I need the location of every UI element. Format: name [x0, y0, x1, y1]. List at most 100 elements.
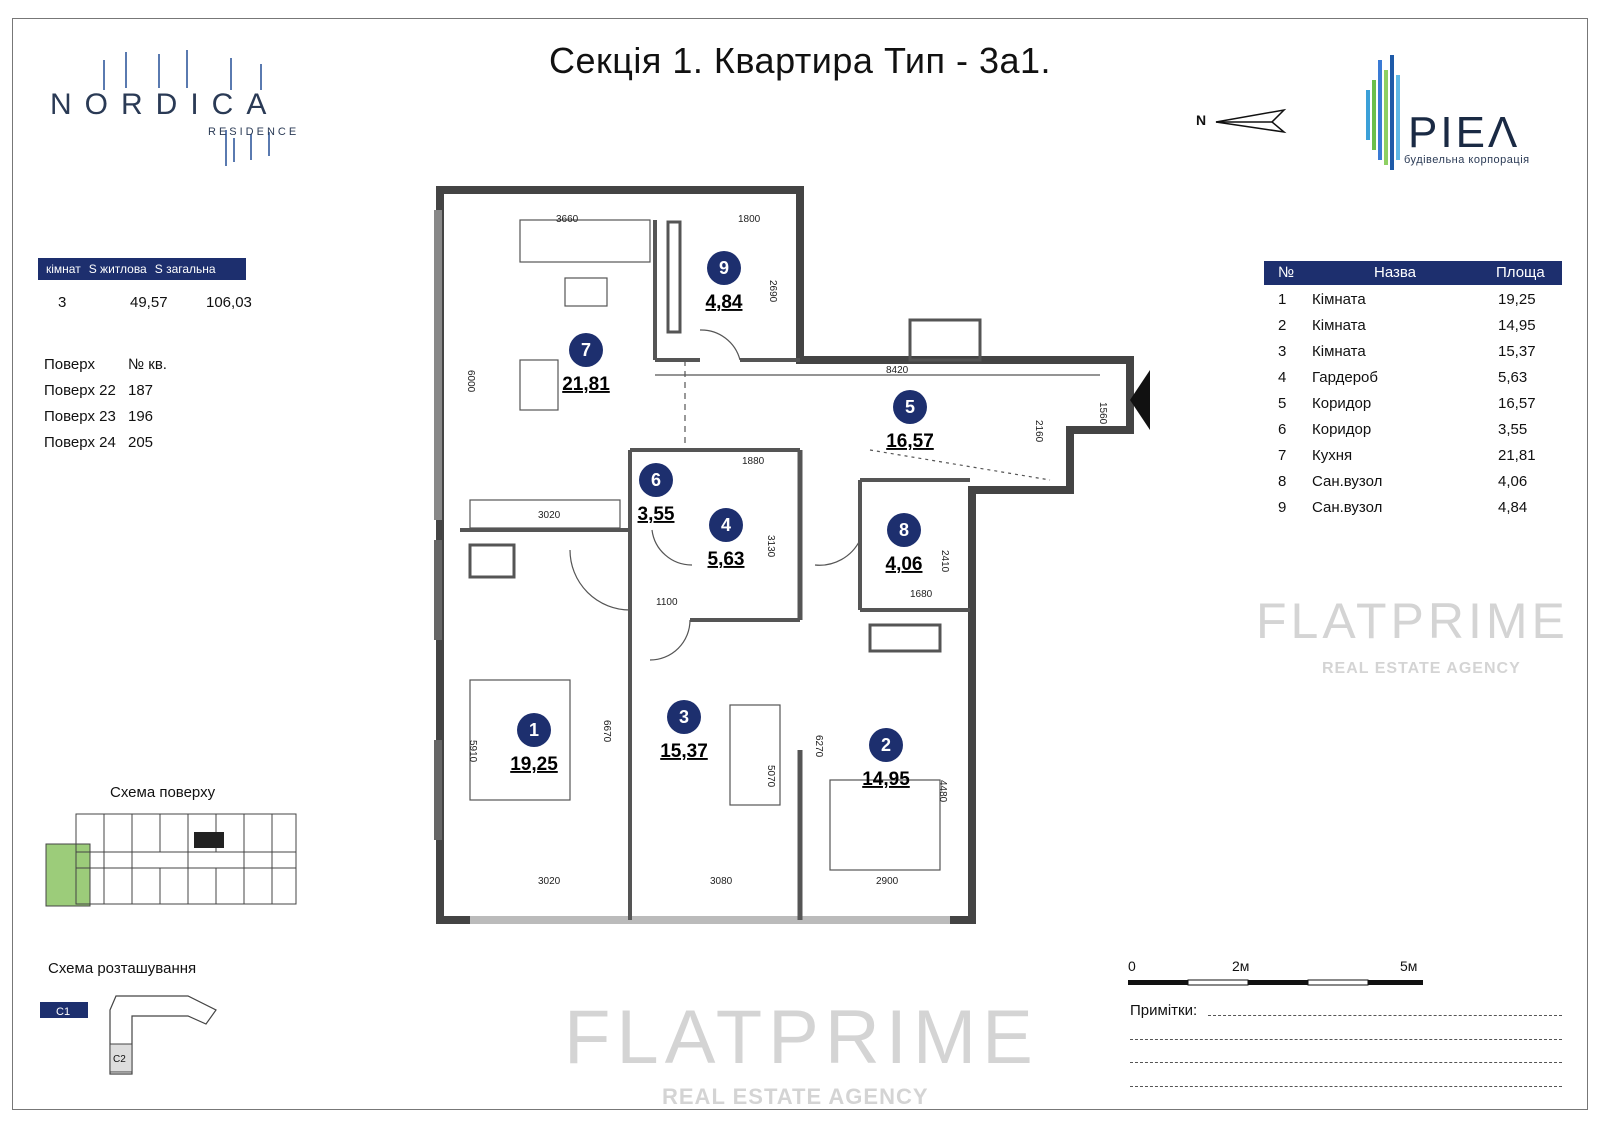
floor-row-apt: 196 — [128, 408, 154, 425]
summary-header-rooms: кімнат — [46, 262, 81, 276]
location-scheme-map: C1 C2 — [40, 995, 217, 1075]
room-badge-9 — [707, 251, 741, 285]
summary-header-living: S житлова — [88, 262, 147, 276]
room-area: 4,06 — [1498, 473, 1528, 490]
room-area: 5,63 — [1498, 369, 1528, 386]
nordica-logo: NORDICA RESIDENCE — [50, 50, 310, 170]
room-num: 9 — [1278, 499, 1287, 516]
watermark-sub: REAL ESTATE AGENCY — [1322, 660, 1521, 677]
room-name: Кімната — [1312, 343, 1366, 360]
room-num: 8 — [1278, 473, 1287, 490]
room-badge-number: 1 — [529, 720, 539, 740]
north-arrow-icon — [1215, 108, 1287, 134]
notes-line — [1130, 1062, 1562, 1063]
watermark-brand: FLATPRIME — [564, 995, 1039, 1080]
room-name: Гардероб — [1312, 369, 1378, 386]
room-area: 3,55 — [1498, 421, 1528, 438]
rooms-header-area: Площа — [1496, 264, 1545, 281]
dimension-label: 2900 — [876, 876, 899, 887]
room-area-label: 5,63 — [708, 549, 745, 570]
page-title: Секція 1. Квартира Тип - 3а1. — [548, 40, 1052, 81]
piel-wordmark: PIEΛ — [1408, 108, 1521, 157]
dimension-label: 6270 — [813, 735, 824, 758]
room-area-label: 15,37 — [660, 741, 708, 762]
rooms-table-row: 6 Коридор 3,55 — [1264, 418, 1562, 444]
dimension-label: 3080 — [710, 876, 733, 887]
room-name: Коридор — [1312, 395, 1372, 412]
room-name: Сан.вузол — [1312, 473, 1383, 490]
room-area-label: 3,55 — [638, 504, 675, 525]
room-area: 21,81 — [1498, 447, 1536, 464]
room-badge-5 — [893, 390, 927, 424]
room-num: 4 — [1278, 369, 1287, 386]
scale-bar: 0 2м 5м — [1128, 958, 1428, 998]
room-area-label: 16,57 — [886, 431, 934, 452]
room-name: Коридор — [1312, 421, 1372, 438]
scale-label-5m: 5м — [1400, 958, 1418, 974]
scale-label-2m: 2м — [1232, 958, 1250, 974]
room-badge-2 — [869, 728, 903, 762]
location-scheme-label: Схема розташування — [48, 960, 197, 977]
room-area-label: 4,06 — [886, 554, 923, 575]
room-name: Сан.вузол — [1312, 499, 1383, 516]
room-area: 15,37 — [1498, 343, 1536, 360]
dimension-label: 8420 — [886, 365, 909, 376]
summary-header: кімнат S житлова S загальна — [38, 258, 246, 280]
room-badge-number: 8 — [899, 520, 909, 540]
room-area: 14,95 — [1498, 317, 1536, 334]
room-badge-8 — [887, 513, 921, 547]
summary-values: 3 49,57 106,03 — [38, 294, 258, 311]
room-badge-4 — [709, 508, 743, 542]
dimension-label: 6000 — [465, 370, 476, 393]
dimension-label: 6670 — [601, 720, 612, 743]
room-area: 19,25 — [1498, 291, 1536, 308]
nordica-wordmark: NORDICA — [50, 88, 280, 121]
floor-row-name: Поверх 23 — [44, 408, 116, 425]
room-badge-1 — [517, 713, 551, 747]
rooms-table-row: 8 Сан.вузол 4,06 — [1264, 470, 1562, 496]
floors-header-apt: № кв. — [128, 356, 167, 373]
room-name: Кімната — [1312, 291, 1366, 308]
room-name: Кухня — [1312, 447, 1353, 464]
dimension-label: 2690 — [767, 280, 778, 303]
room-num: 1 — [1278, 291, 1287, 308]
nordica-subtitle: RESIDENCE — [208, 126, 300, 138]
room-num: 3 — [1278, 343, 1287, 360]
piel-stripes-icon — [1366, 55, 1400, 170]
room-badge-number: 6 — [651, 470, 661, 490]
room-badge-3 — [667, 700, 701, 734]
rooms-header-name: Назва — [1374, 264, 1417, 281]
scale-label-0: 0 — [1128, 958, 1136, 974]
floor-row-name: Поверх 22 — [44, 382, 116, 399]
room-area-label: 4,84 — [706, 292, 743, 313]
summary-header-total: S загальна — [154, 262, 216, 276]
rooms-table-row: 3 Кімната 15,37 — [1264, 340, 1562, 366]
summary-total-value: 106,03 — [206, 294, 252, 311]
piel-subtitle: будівельна корпорація — [1404, 154, 1530, 166]
room-area-label: 14,95 — [862, 769, 910, 790]
dimension-label: 3020 — [538, 876, 561, 887]
floor-row-apt: 205 — [128, 434, 154, 451]
north-label: N — [1196, 112, 1207, 128]
notes-line — [1130, 1086, 1562, 1087]
rooms-table-row: 1 Кімната 19,25 — [1264, 288, 1562, 314]
summary-living-value: 49,57 — [130, 294, 168, 311]
dimension-label: 2410 — [939, 550, 950, 573]
dimension-label: 4480 — [937, 780, 948, 803]
room-num: 6 — [1278, 421, 1287, 438]
notes-line — [1130, 1039, 1562, 1040]
watermark-brand: FLATPRIME — [1256, 593, 1569, 649]
room-badge-number: 9 — [719, 258, 729, 278]
floor-scheme-map — [45, 813, 297, 907]
room-name: Кімната — [1312, 317, 1366, 334]
room-area-label: 21,81 — [562, 374, 610, 395]
dimension-label: 1800 — [738, 214, 761, 225]
notes-label: Примітки: — [1130, 1002, 1198, 1019]
dimension-label: 3130 — [765, 535, 776, 558]
rooms-table-header: № Назва Площа — [1264, 261, 1562, 285]
